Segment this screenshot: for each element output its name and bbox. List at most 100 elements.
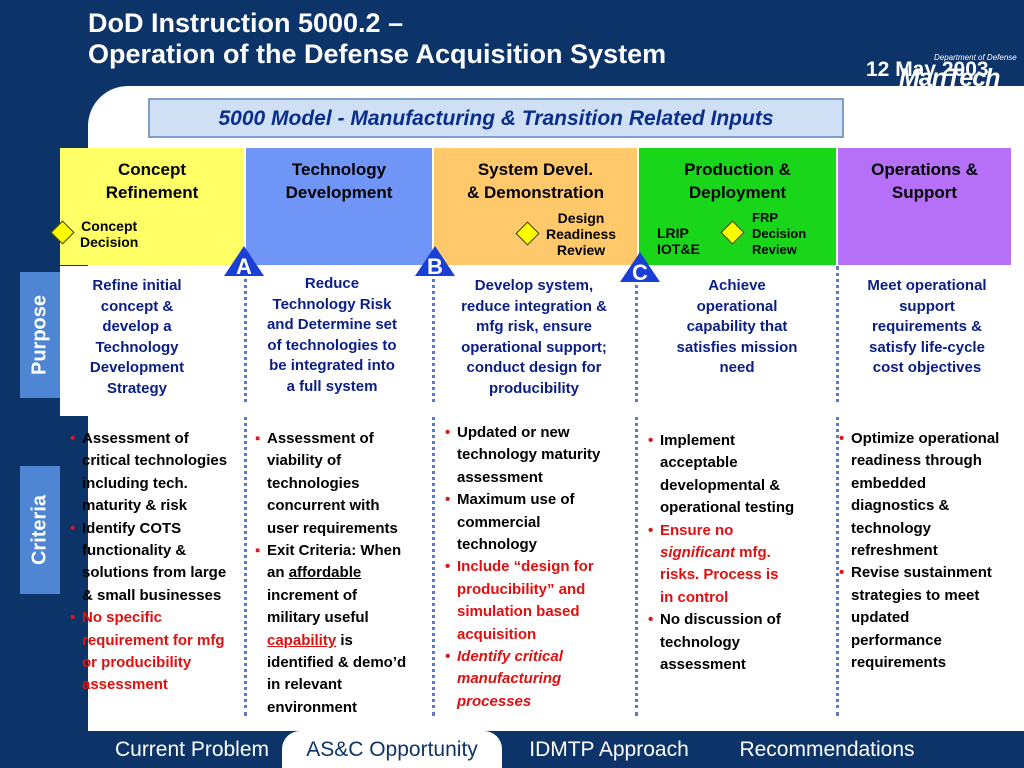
nav-tab-label: Current Problem [114, 738, 270, 761]
nav-tab-idmtp-approach[interactable]: IDMTP Approach [502, 731, 716, 768]
text-line: Maximum use of [457, 491, 575, 509]
text-line: in relevant [267, 676, 343, 694]
nav-tab-asc-opportunity[interactable]: AS&C Opportunity [282, 731, 502, 768]
phase-concept-refinement: Concept Refinement [60, 148, 244, 265]
text-line: requirements [851, 654, 947, 672]
phase-production-deployment: Production & Deployment [639, 148, 836, 265]
text-line: critical technologies [82, 452, 228, 470]
text-line: Identify COTS [82, 519, 182, 537]
text-line: military useful [267, 609, 369, 627]
title-line-1: DoD Instruction 5000.2 – [88, 8, 404, 38]
purpose-text-sdd: Develop system, reduce integration & mfg… [440, 276, 628, 399]
label-line: IOT&E [657, 241, 700, 257]
text-line: risks. Process is [660, 566, 779, 584]
significant-emphasis: significant [660, 544, 736, 562]
text-line: updated [851, 609, 910, 627]
nav-tab-label: IDMTP Approach [529, 738, 689, 761]
phase-label-line: Refinement [105, 183, 199, 202]
text-span: mfg. [735, 544, 771, 562]
text-line: operational [696, 297, 778, 315]
text-line: user requirements [267, 519, 398, 537]
text-line: reduce integration & [461, 297, 607, 315]
text-line: technology [660, 633, 741, 651]
criteria-bullet: Identify critical manufacturing processe… [445, 646, 631, 713]
phase-label-line: & Demonstration [467, 183, 604, 202]
design-readiness-label: Design Readiness Review [546, 210, 616, 258]
text-line: simulation based [457, 603, 580, 621]
concept-decision-label: Concept Decision [80, 218, 138, 250]
text-line: develop a [102, 318, 172, 335]
phase-label-line: System Devel. [477, 160, 594, 179]
text-line: Reduce [304, 275, 360, 292]
criteria-bullet: Include “design for producibility” and s… [445, 556, 631, 646]
criteria-bullet: Optimize operational readiness through e… [839, 428, 1023, 562]
criteria-bullet: Exit Criteria: When an affordable increm… [255, 540, 433, 719]
nav-tab-current-problem[interactable]: Current Problem [96, 731, 288, 768]
text-line: an affordable [267, 562, 433, 584]
logo-department-text: Department of Defense [934, 53, 1017, 62]
text-line: technologies [267, 474, 360, 492]
text-line: support [899, 297, 955, 315]
text-line: operational support; [461, 338, 607, 356]
phase-label-line: Deployment [688, 183, 787, 202]
milestone-triangle-icon [415, 246, 455, 276]
text-line: including tech. [82, 474, 188, 492]
phase-label-line: Support [891, 183, 958, 202]
text-line: concurrent with [267, 497, 380, 515]
text-line: producibility” and [457, 580, 586, 598]
purpose-row [60, 266, 1012, 402]
text-line: assessment [82, 676, 168, 694]
phase-technology-development: Technology Development [246, 148, 432, 265]
purpose-label-text: Purpose [28, 294, 51, 376]
slide-title: DoD Instruction 5000.2 – Operation of th… [88, 8, 666, 70]
text-line: Ensure no [660, 521, 734, 539]
text-line: conduct design for [466, 359, 602, 376]
text-line: Include “design for [457, 558, 594, 576]
milestone-label: A [236, 254, 252, 279]
text-line: mfg risk, ensure [476, 318, 592, 335]
text-line: strategies to meet [851, 586, 980, 604]
text-line: Technology Risk [272, 295, 392, 313]
nav-tab-recommendations[interactable]: Recommendations [716, 731, 938, 768]
criteria-production: Implement acceptable developmental & ope… [648, 430, 830, 676]
text-line: Meet operational [867, 277, 987, 294]
criteria-bullet: Identify COTS functionality & solutions … [70, 518, 248, 608]
text-line: identified & demo’d [267, 654, 407, 672]
text-line: Technology [95, 338, 179, 356]
text-line: environment [267, 698, 358, 716]
text-span: is [336, 631, 353, 649]
phase-label-line: Operations & [871, 160, 978, 179]
capability-emphasis: capability [267, 631, 337, 649]
lrip-label: LRIP IOT&E [657, 225, 700, 257]
text-line: requirements & [871, 318, 983, 335]
text-line: Identify critical [457, 648, 563, 666]
text-line: Exit Criteria: When [267, 542, 402, 560]
phase-label-line: Concept [118, 160, 186, 179]
text-line: No specific [82, 609, 163, 627]
label-line: Decision [80, 234, 139, 250]
criteria-bullet: Implement acceptable developmental & ope… [648, 430, 830, 520]
text-line: maturity & risk [82, 497, 188, 515]
criteria-bullet: Maximum use of commercial technology [445, 489, 631, 556]
text-line: or producibility [82, 654, 192, 672]
text-line: Implement [660, 432, 736, 449]
criteria-operations: Optimize operational readiness through e… [839, 428, 1023, 674]
criteria-bullet: Updated or new technology maturity asses… [445, 422, 631, 489]
model-banner: 5000 Model - Manufacturing & Transition … [148, 98, 844, 138]
row-separator [60, 402, 1024, 416]
label-line: Design [557, 210, 605, 226]
text-line: capability that [686, 318, 788, 335]
criteria-bullet: No specific requirement for mfg or produ… [70, 607, 248, 697]
purpose-side-label: Purpose [20, 272, 60, 398]
column-divider [836, 266, 839, 716]
text-line: producibility [489, 379, 579, 397]
text-line: Updated or new [457, 424, 570, 441]
text-line: viability of [267, 452, 342, 470]
slide-date: 12 May 2003 [866, 58, 989, 81]
column-divider [432, 266, 435, 716]
text-line: Achieve [708, 277, 766, 294]
text-line: solutions from large [82, 564, 227, 582]
text-line: acquisition [457, 625, 537, 643]
milestone-a: A [224, 246, 264, 279]
criteria-bullet: Ensure no significant mfg. risks. Proces… [648, 520, 830, 610]
